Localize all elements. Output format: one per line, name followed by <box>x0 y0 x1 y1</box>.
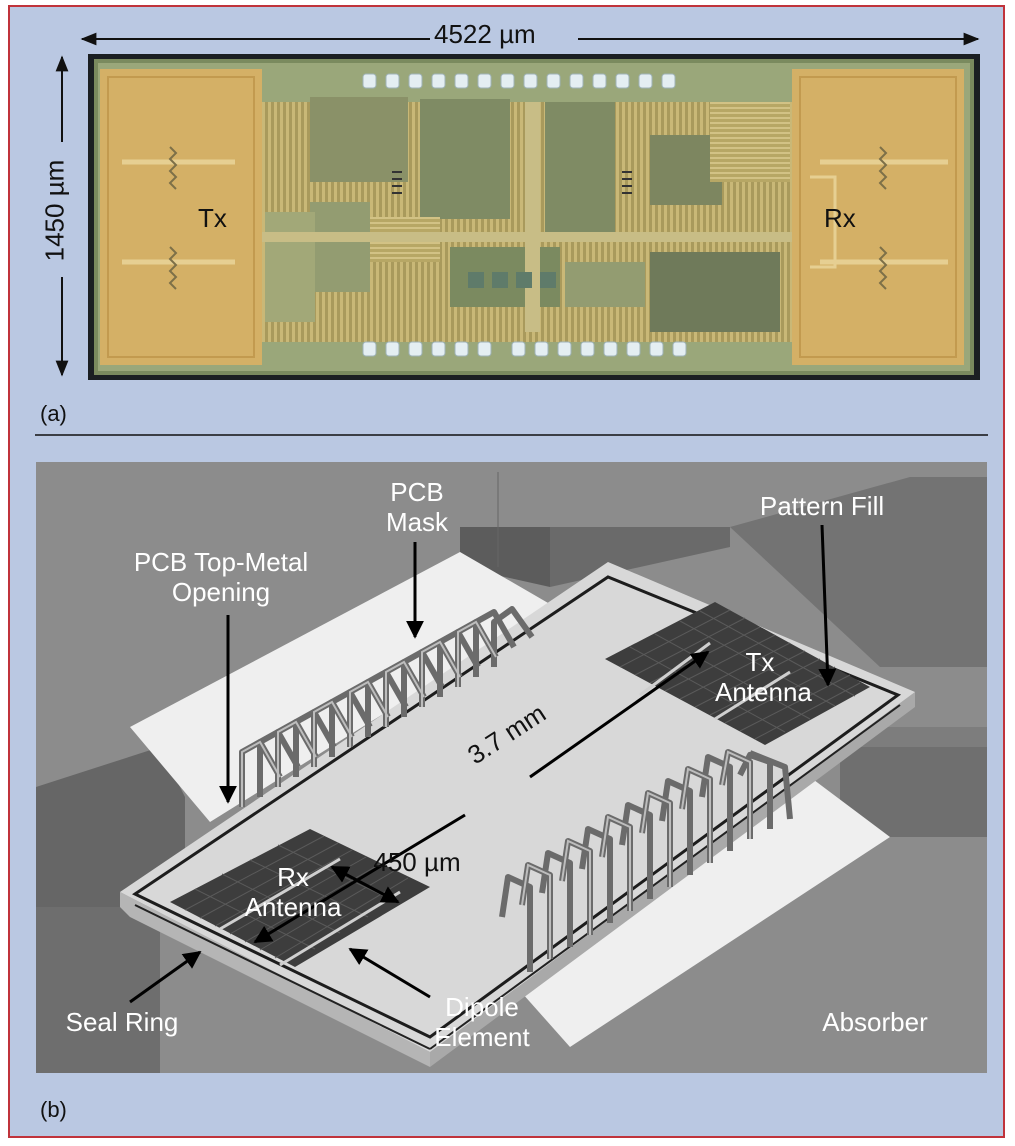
tx-antenna-area <box>100 69 262 365</box>
panel-b-label: (b) <box>40 1097 67 1122</box>
dipole-label-line1: Dipole <box>445 992 519 1022</box>
antenna-width-arrow <box>330 865 400 904</box>
pcb-top-metal-opening-label: PCB Top-Metal Opening <box>106 547 336 607</box>
rx-dipole-element <box>219 857 341 931</box>
bond-pads-top <box>362 73 676 89</box>
dipole-element-label: Dipole Element <box>422 992 542 1052</box>
pattern-fill-callout-arrow <box>818 524 837 687</box>
seal-ring-callout-arrow <box>129 950 202 1004</box>
panel-a-label: (a) <box>40 401 67 426</box>
pcb-mask-label: PCB Mask <box>372 477 462 537</box>
opening-label-line1: PCB Top-Metal <box>133 547 309 577</box>
distance-arrow <box>529 650 710 779</box>
dipole-callout-arrow <box>348 947 431 999</box>
rx-antenna-label-line1: Rx <box>277 862 309 892</box>
tx-dipole-elements <box>122 159 235 265</box>
antenna-width-label: 450 µm <box>373 847 461 877</box>
rx-antenna-area <box>792 69 964 365</box>
pcb-mask-label-line1: PCB <box>390 477 444 507</box>
tx-antenna-label-line1: Tx <box>745 647 775 677</box>
rx-die-label: Rx <box>824 203 856 233</box>
dipole-label-line2: Element <box>434 1022 530 1052</box>
rx-antenna-label: Rx Antenna <box>238 862 348 922</box>
figure-frame: 4522 µm 1450 µm Tx Rx (a) <box>8 5 1005 1138</box>
rx-antenna-label-line2: Antenna <box>244 892 342 922</box>
absorber-label: Absorber <box>822 1007 928 1037</box>
tx-antenna-label: Tx Antenna <box>715 647 812 707</box>
pattern-fill-label: Pattern Fill <box>759 491 885 521</box>
tx-antenna-grid <box>605 602 870 745</box>
package-3d-model <box>36 462 987 1073</box>
seal-ring-label: Seal Ring <box>65 1007 179 1037</box>
seal-ring <box>131 575 902 1039</box>
chip-micrograph <box>35 32 988 436</box>
width-dimension-label: 4522 µm <box>434 19 536 49</box>
pcb-top-metal-opening <box>130 552 555 822</box>
pcb-mask-label-line2: Mask <box>385 507 449 537</box>
rx-antenna-grid <box>170 829 430 967</box>
bond-pads-bottom <box>362 341 687 357</box>
tx-antenna-label-line2: Antenna <box>715 677 812 707</box>
circuit-blocks <box>262 97 792 342</box>
opening-label-line2: Opening <box>171 577 271 607</box>
tx-die-label: Tx <box>198 203 227 233</box>
